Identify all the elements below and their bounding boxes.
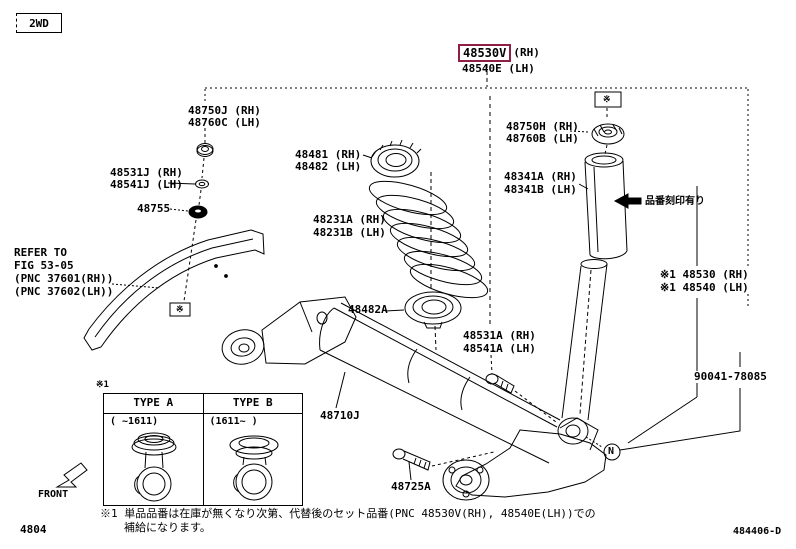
side-rail-drawing — [83, 229, 265, 351]
nut-symbol-circle — [603, 443, 621, 461]
refer-note-line2: FIG 53-05 — [14, 259, 74, 272]
figure-code: 484406-D — [733, 526, 782, 537]
coil-spring-drawing — [368, 172, 489, 351]
part-label-48231A[interactable]: 48231A (RH) — [313, 213, 386, 226]
stamp-note-label: 品番刻印有り — [645, 196, 705, 207]
assembly-boundary-lines — [204, 64, 749, 375]
footnote-line1: ※1 単品品番は在庫が無くなり次第、代替後のセット品番(PNC 48530V(R… — [100, 507, 596, 520]
part-label-48725A[interactable]: 48725A — [391, 480, 431, 493]
shock-top-marker-symbol: ※ — [603, 95, 611, 105]
part-label-48541A[interactable]: 48541A (LH) — [463, 342, 536, 355]
type-a-header: TYPE A — [104, 394, 204, 413]
part-label-48341A[interactable]: 48341A (RH) — [504, 170, 577, 183]
part-label-48341B[interactable]: 48341B (LH) — [504, 183, 577, 196]
type-b-date-range: (1611~ ) — [209, 416, 258, 427]
bushing-type-table-header: TYPE A TYPE B — [104, 394, 302, 414]
refer-note-line4: (PNC 37602(LH)) — [14, 285, 114, 298]
nut-symbol-label: N — [608, 446, 615, 457]
part-label-48750H[interactable]: 48750H (RH) — [506, 120, 579, 133]
part-label-90041-78085[interactable]: 90041-78085 — [694, 370, 767, 383]
part-label-48482[interactable]: 48482 (LH) — [295, 160, 362, 173]
type-a-bushing-drawing — [131, 432, 177, 502]
shock-lower-bolt-drawing — [485, 373, 557, 423]
part-label-48481[interactable]: 48481 (RH) — [295, 148, 362, 161]
part-label-48531A[interactable]: 48531A (RH) — [463, 329, 536, 342]
front-label: FRONT — [38, 489, 69, 500]
marker-box-shock-top — [594, 91, 622, 108]
highlighted-part-side: (RH) — [513, 46, 540, 59]
highlighted-part-number[interactable]: 48530V — [458, 44, 512, 62]
part-label-48482A[interactable]: 48482A — [348, 303, 388, 316]
set-part-callout: 48530V (RH) 48540E (LH) — [458, 44, 540, 75]
refer-note-line1: REFER TO — [14, 246, 67, 259]
type-b-header: TYPE B — [232, 396, 273, 409]
table-ref-marker: ※1 — [96, 380, 109, 390]
part-label-48755[interactable]: 48755 — [137, 202, 171, 215]
part-label-48710J[interactable]: 48710J — [320, 409, 360, 422]
spring-upper-insulator-drawing — [362, 139, 422, 178]
part-label-48531J[interactable]: 48531J (RH) — [110, 166, 183, 179]
part-label-48231B[interactable]: 48231B (LH) — [313, 226, 386, 239]
part-label-48540[interactable]: ※1 48540 (LH) — [660, 281, 749, 294]
front-direction-arrow-icon — [55, 462, 88, 488]
type-a-cell: ( ~1611) — [104, 414, 204, 505]
drive-type-label: 2WD — [29, 16, 49, 30]
type-b-bushing-drawing — [229, 435, 278, 501]
part-label-48760B[interactable]: 48760B (LH) — [506, 132, 579, 145]
marker-box-rail — [169, 302, 191, 317]
part-label-48530[interactable]: ※1 48530 (RH) — [660, 268, 749, 281]
rail-marker-symbol: ※ — [176, 305, 184, 315]
part-label-48541J[interactable]: 48541J (LH) — [110, 178, 183, 191]
stamped-mark-arrow-icon — [613, 193, 642, 209]
footnote-line2: 補給になります。 — [124, 521, 211, 534]
secondary-part-number[interactable]: 48540E (LH) — [462, 62, 535, 75]
shock-absorber-drawing — [557, 91, 741, 461]
part-label-48760C[interactable]: 48760C (LH) — [188, 116, 261, 129]
drive-type-badge: 2WD — [16, 13, 62, 33]
beam-bolt-drawing — [392, 448, 495, 481]
axle-beam-drawing — [221, 296, 607, 501]
bushing-type-table: TYPE A TYPE B ( ~1611) (1611~ ) — [103, 393, 303, 506]
page-code: 4804 — [20, 523, 47, 536]
part-label-48750J[interactable]: 48750J (RH) — [188, 104, 261, 117]
type-a-date-range: ( ~1611) — [110, 416, 159, 427]
upper-mount-hardware — [167, 128, 214, 317]
type-b-cell: (1611~ ) — [204, 414, 303, 505]
spring-lower-seat-drawing — [384, 291, 462, 329]
refer-note-line3: (PNC 37601(RH)) — [14, 272, 114, 285]
